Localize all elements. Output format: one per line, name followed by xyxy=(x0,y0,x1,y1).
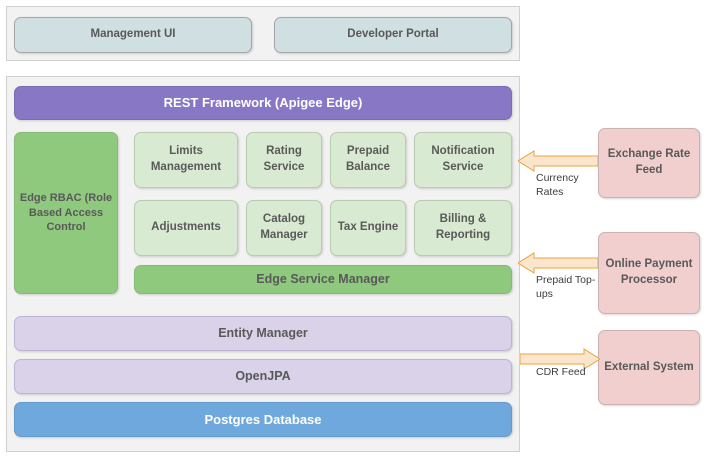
service-box-prepaid-balance[interactable]: Prepaid Balance xyxy=(330,132,406,188)
edge-rbac-box[interactable]: Edge RBAC (Role Based Access Control xyxy=(14,132,118,294)
service-box-rating-service[interactable]: Rating Service xyxy=(246,132,322,188)
external-system-box[interactable]: External System xyxy=(598,330,700,405)
service-box-limits-management[interactable]: Limits Management xyxy=(134,132,238,188)
developer-portal-box[interactable]: Developer Portal xyxy=(274,17,512,53)
service-box-adjustments[interactable]: Adjustments xyxy=(134,200,238,256)
exchange-rate-feed-box[interactable]: Exchange Rate Feed xyxy=(598,128,700,198)
postgres-database-box[interactable]: Postgres Database xyxy=(14,402,512,437)
management-ui-box[interactable]: Management UI xyxy=(14,17,252,53)
service-box-catalog-manager[interactable]: Catalog Manager xyxy=(246,200,322,256)
edge-service-manager-box[interactable]: Edge Service Manager xyxy=(134,265,512,294)
arrow-left-prepaid-topups xyxy=(518,252,598,274)
service-box-notification-service[interactable]: Notification Service xyxy=(414,132,512,188)
arrow-left-currency-rates xyxy=(518,150,598,172)
flow-label-currency-rates: Currency Rates xyxy=(536,172,579,198)
online-payment-processor-box[interactable]: Online Payment Processor xyxy=(598,232,700,314)
arrow-right-cdr-feed xyxy=(520,348,600,370)
flow-label-prepaid-topups: Prepaid Top-ups xyxy=(536,274,596,300)
service-box-tax-engine[interactable]: Tax Engine xyxy=(330,200,406,256)
flow-label-cdr-feed: CDR Feed xyxy=(536,366,586,378)
openjpa-box[interactable]: OpenJPA xyxy=(14,359,512,394)
service-box-billing-reporting[interactable]: Billing & Reporting xyxy=(414,200,512,256)
rest-framework-box[interactable]: REST Framework (Apigee Edge) xyxy=(14,86,512,120)
entity-manager-box[interactable]: Entity Manager xyxy=(14,316,512,351)
